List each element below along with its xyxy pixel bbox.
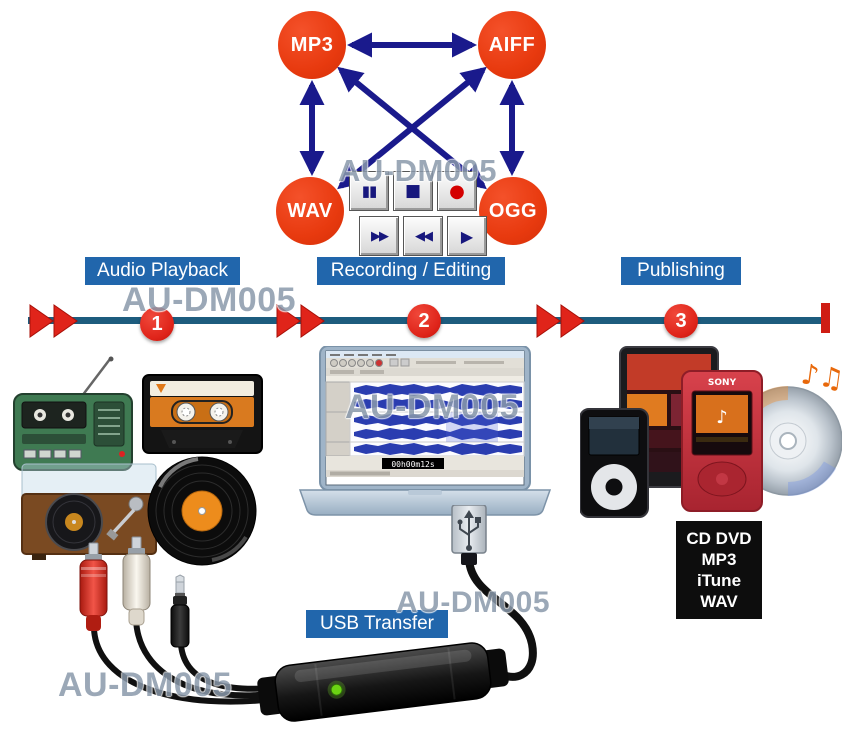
jack-plug-35mm — [170, 574, 190, 648]
chevron-icon — [300, 304, 325, 338]
step-label-recording-editing: Recording / Editing — [317, 257, 505, 285]
power-led — [330, 683, 343, 696]
watermark: AU-DM005 — [345, 388, 520, 426]
chevron-icon — [29, 304, 54, 338]
format-label-ogg: OGG — [488, 199, 538, 222]
publish-format-cd-dvd: CD DVD — [686, 529, 752, 548]
chevron-icon — [53, 304, 78, 338]
rca-plug-red — [79, 542, 108, 631]
laptop-audacity: 00h00m12s — [298, 346, 552, 516]
step-number-1-text: 1 — [151, 312, 163, 335]
fast-forward-icon: ▶▶ — [371, 228, 389, 244]
usb-transfer-label: USB Transfer — [306, 610, 448, 638]
vinyl-record — [147, 456, 257, 566]
format-node-wav: WAV — [276, 177, 344, 245]
format-label-aiff: AIFF — [488, 33, 536, 56]
walkman-player: SONY ♪ — [681, 370, 763, 512]
media-players: ♪♫ SONY ♪ — [580, 346, 842, 518]
cassette-tape — [142, 374, 263, 454]
audio-connectors — [79, 536, 190, 648]
step-number-3-text: 3 — [675, 309, 687, 332]
usb-connector — [451, 505, 487, 565]
format-node-aiff: AIFF — [478, 11, 546, 79]
rewind-button: ◀◀ — [403, 216, 443, 256]
publish-format-wav: WAV — [700, 592, 738, 611]
play-button: ▶ — [447, 216, 487, 256]
format-node-mp3: MP3 — [278, 11, 346, 79]
timecode-display: 00h00m12s — [391, 460, 435, 469]
ipod-player — [580, 408, 649, 518]
step-label-publishing: Publishing — [621, 257, 741, 285]
chevron-icon — [276, 304, 301, 338]
player-row-2: ▶▶ ◀◀ ▶ — [359, 216, 487, 256]
music-notes-icon: ♪♫ — [799, 357, 842, 396]
timeline-chevrons — [29, 304, 585, 338]
music-note-icon: ♪ — [716, 407, 728, 428]
usb-capture-adapter — [257, 642, 509, 722]
step-number-2: 2 — [407, 304, 441, 338]
format-label-wav: WAV — [287, 199, 333, 222]
step-number-3: 3 — [664, 304, 698, 338]
rewind-icon: ◀◀ — [415, 228, 433, 244]
step-number-1: 1 — [140, 307, 174, 341]
format-node-ogg: OGG — [479, 177, 547, 245]
turntable — [21, 463, 157, 560]
publishing-formats-box: CD DVD MP3 iTune WAV — [676, 521, 762, 619]
format-conversion-arrows — [299, 32, 525, 190]
watermark: AU-DM005 — [338, 153, 498, 188]
watermark: AU-DM005 — [122, 281, 297, 319]
step-label-audio-playback: Audio Playback — [85, 257, 240, 285]
chevron-icon — [536, 304, 561, 338]
publish-format-mp3: MP3 — [701, 550, 737, 569]
timeline-end-cap — [821, 303, 830, 333]
player-brand-label: SONY — [708, 378, 737, 388]
step-number-2-text: 2 — [418, 309, 430, 332]
publish-format-itune: iTune — [696, 571, 742, 590]
watermark: AU-DM005 — [396, 586, 551, 619]
rca-plug-white — [122, 536, 151, 626]
usb-icon — [459, 517, 479, 547]
format-label-mp3: MP3 — [290, 33, 334, 56]
radio-cassette-player — [13, 356, 133, 471]
forward-button: ▶▶ — [359, 216, 399, 256]
chevron-icon — [560, 304, 585, 338]
play-icon: ▶ — [460, 226, 474, 246]
watermark: AU-DM005 — [58, 666, 233, 704]
